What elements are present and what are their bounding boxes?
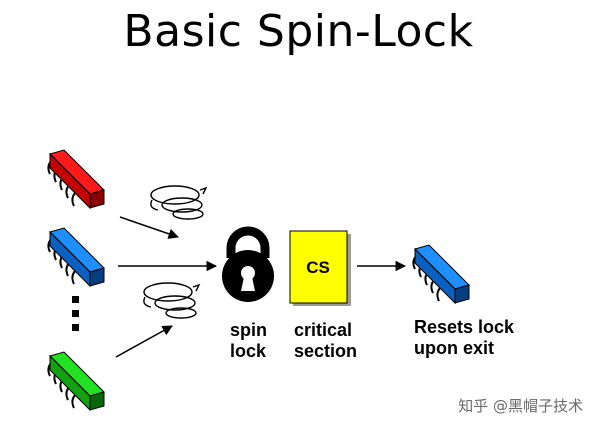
blue-processor-icon xyxy=(47,227,105,288)
ellipsis-dots-icon xyxy=(72,296,79,331)
exit-processor-icon xyxy=(412,244,470,305)
reset-lock-label-line2: upon exit xyxy=(414,338,494,358)
spin-lock-label-line1: spin xyxy=(230,320,268,340)
red-processor-icon xyxy=(47,149,105,210)
spin-coil-icon xyxy=(143,282,201,319)
critical-section-label: critical section xyxy=(294,320,357,362)
critical-section-label-line1: critical xyxy=(294,320,353,340)
arrows-to-lock xyxy=(115,216,218,358)
spin-coil-icon xyxy=(150,185,208,220)
critical-section-label-line2: section xyxy=(294,341,358,361)
reset-lock-label-line1: Resets lock xyxy=(414,317,515,337)
cs-box-label: CS xyxy=(306,258,330,277)
arrow-red-to-lock xyxy=(119,216,179,239)
green-processor-icon xyxy=(47,351,105,412)
title: Basic Spin-Lock xyxy=(123,6,474,57)
reset-lock-label: Resets lock upon exit xyxy=(414,317,514,359)
spin-lock-label: spin lock xyxy=(230,320,267,362)
critical-section-box xyxy=(289,230,351,306)
watermark: 知乎 @黑帽子技术 xyxy=(458,397,583,415)
padlock-icon xyxy=(222,226,274,302)
arrow-green-to-lock xyxy=(115,325,173,358)
spin-lock-label-line2: lock xyxy=(230,341,267,361)
